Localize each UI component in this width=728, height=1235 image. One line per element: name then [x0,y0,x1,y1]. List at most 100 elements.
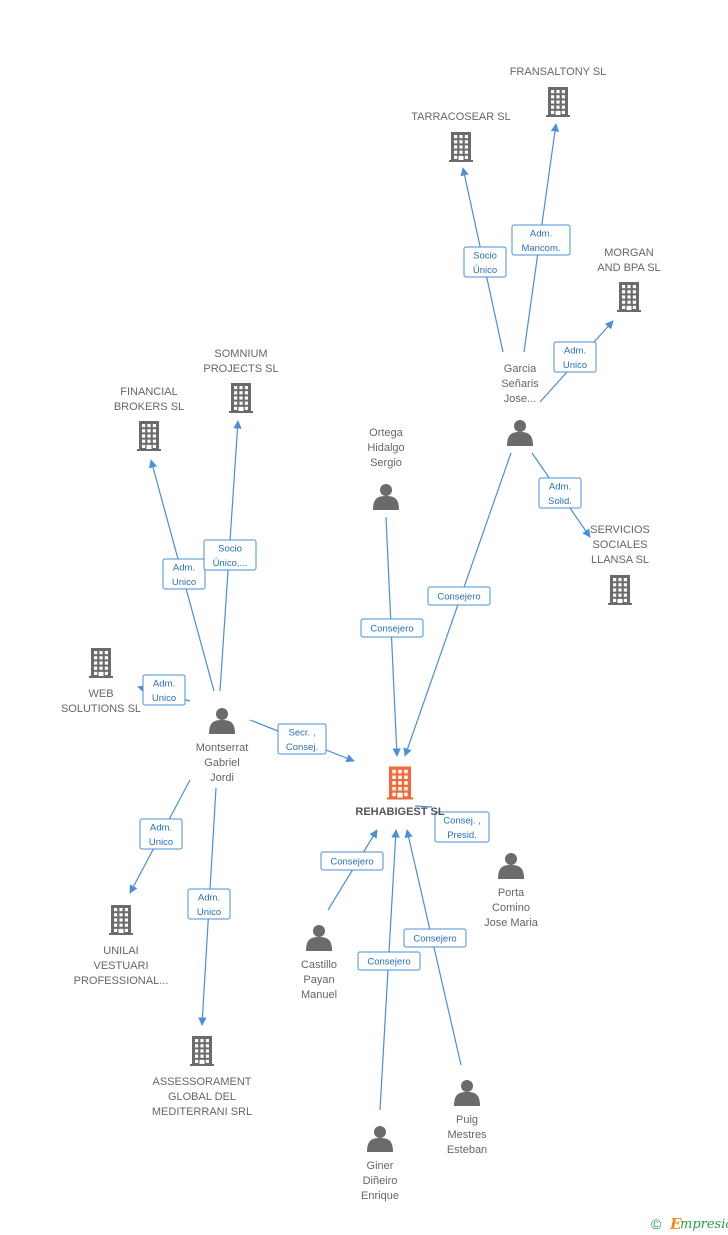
brand-initial: E [669,1215,682,1233]
person-icon [306,925,332,951]
building-icon [229,383,253,413]
company-node-fransaltony[interactable]: FRANSALTONY SL [510,66,607,117]
brand-name: mpresia [680,1217,728,1232]
edge-label-text: Adm. [173,562,195,573]
edge-label-garcia-servicios[interactable]: Adm.Solid. [538,477,582,509]
edge-label-text: Mancom. [521,243,560,254]
node-label: Mestres [447,1129,487,1141]
edge-label-montserrat-financial[interactable]: Adm.Unico [162,558,206,590]
footer-brand[interactable]: © E mpresia [651,1215,728,1233]
node-label: BROKERS SL [114,401,184,413]
edge-label-text: Socio [473,250,497,261]
company-node-morgan[interactable]: MORGAN AND BPA SL [597,247,661,312]
node-label: VESTUARI [93,960,148,972]
edge-label-box [139,818,183,850]
node-label: Gabriel [204,757,239,769]
edge-label-giner-rehabigest[interactable]: Consejero [357,951,421,971]
node-label: Garcia [504,363,537,375]
edge-labels-layer: SocioÚnicoAdm.Mancom.Adm.UnicoAdm.Solid.… [139,224,597,971]
edge-label-castillo-rehabigest[interactable]: Consejero [320,851,384,871]
edge-label-box [538,477,582,509]
company-node-unilai[interactable]: UNILAI VESTUARI PROFESSIONAL... [74,905,169,987]
edge-label-box [162,558,206,590]
node-label: Enrique [361,1190,399,1202]
node-label: Jose... [504,393,536,405]
building-icon [387,766,413,800]
edge-label-text: Único,... [213,558,248,569]
edge-label-montserrat-somnium[interactable]: SocioÚnico,... [203,539,257,571]
edge-label-box [187,888,231,920]
building-icon [109,905,133,935]
person-icon [498,853,524,879]
node-label: REHABIGEST SL [355,806,445,818]
edge-label-box [403,928,467,948]
person-node-garcia[interactable]: GarciaSeñarisJose... [501,363,539,446]
node-label: SOCIALES [592,539,647,551]
edge-label-text: Unico [149,837,173,848]
edge-label-montserrat-unilai[interactable]: Adm. Unico [139,818,183,850]
building-icon [137,421,161,451]
edge-label-garcia-morgan[interactable]: Adm.Unico [553,341,597,373]
edge-label-text: Secr. , [289,727,316,738]
node-label: Porta [498,887,525,899]
node-label: Diñeiro [363,1175,398,1187]
building-icon [546,87,570,117]
person-icon [507,420,533,446]
node-label: GLOBAL DEL [168,1091,236,1103]
node-label: SERVICIOS [590,524,650,536]
edge-label-text: Adm. [198,892,220,903]
building-icon [617,282,641,312]
person-icon [209,708,235,734]
edge-label-garcia-fransaltony[interactable]: Adm. Mancom. [511,224,571,256]
edge-label-text: Adm. [549,481,571,492]
edge-label-montserrat-web[interactable]: Adm.Unico [142,674,186,706]
building-icon [608,575,632,605]
edge-label-box [203,539,257,571]
person-icon [367,1126,393,1152]
edge-label-montserrat-rehabigest[interactable]: Secr. ,Consej. [277,723,327,755]
edge-label-text: Consej. , [443,815,481,826]
node-label: MORGAN [604,247,654,259]
node-label: AND BPA SL [597,262,660,274]
edge-label-puig-rehabigest[interactable]: Consejero [403,928,467,948]
edge-label-text: Adm. [530,228,552,239]
edge-label-text: Unico [197,907,221,918]
company-node-tarracosear[interactable]: TARRACOSEAR SL [411,111,511,162]
edge-label-text: Consejero [370,624,413,635]
edge-porta-to-rehabigest [414,805,433,808]
edge-label-porta-rehabigest[interactable]: Consej. ,Presid. [434,811,490,843]
company-node-rehabigest[interactable]: REHABIGEST SL [355,766,445,819]
node-label: Manuel [301,989,337,1001]
edge-label-box [360,618,424,638]
node-label: PROFESSIONAL... [74,975,169,987]
node-label: Montserrat [196,742,249,754]
node-label: SOMNIUM [214,348,267,360]
edge-label-ortega-rehabigest[interactable]: Consejero [360,618,424,638]
edge-label-garcia-rehabigest[interactable]: Consejero [427,586,491,606]
building-icon [89,648,113,678]
node-label: Hidalgo [367,442,404,454]
copyright-symbol: © [651,1216,662,1232]
node-label: UNILAI [103,945,138,957]
edge-label-text: Adm. [150,822,172,833]
node-label: Puig [456,1114,478,1126]
edge-label-text: Adm. [153,678,175,689]
node-label: Payan [303,974,334,986]
edge-label-text: Socio [218,543,242,554]
person-icon [373,484,399,510]
node-label: Castillo [301,959,337,971]
edge-label-montserrat-assessorament[interactable]: Adm. Unico [187,888,231,920]
